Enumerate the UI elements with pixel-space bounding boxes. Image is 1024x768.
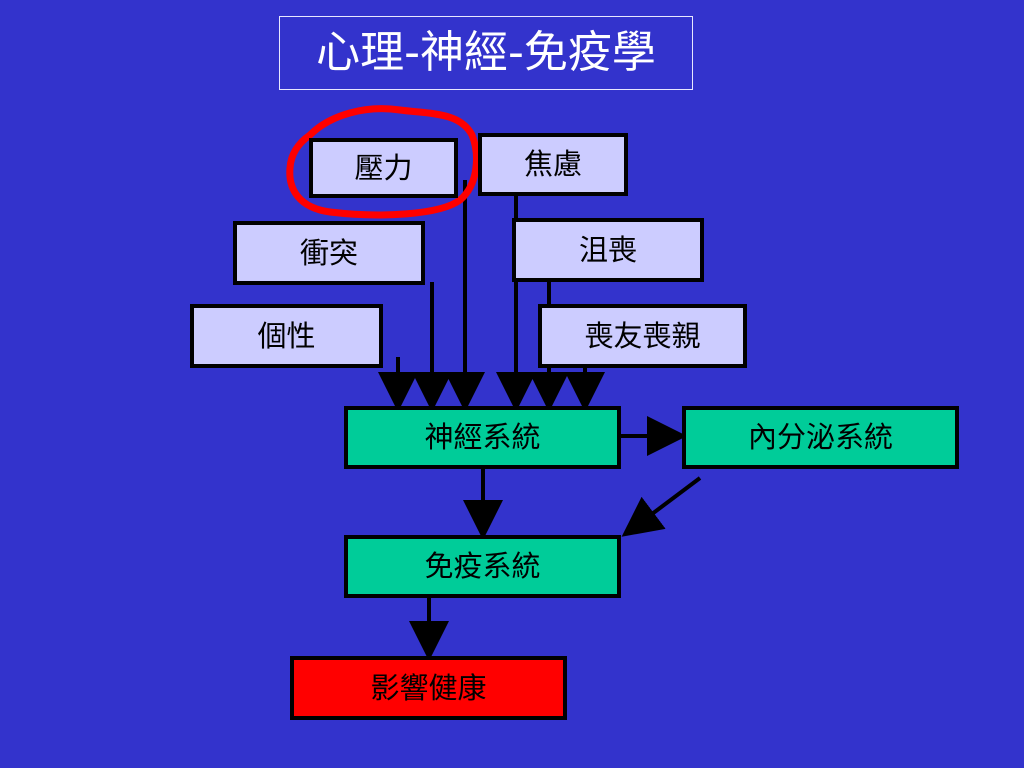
factor-box-conflict: 衝突 bbox=[233, 221, 425, 285]
factor-box-anxiety: 焦慮 bbox=[478, 133, 628, 196]
factor-box-bereavement: 喪友喪親 bbox=[538, 304, 747, 368]
outcome-box-health: 影響健康 bbox=[290, 656, 567, 720]
system-box-endocrine: 內分泌系統 bbox=[682, 406, 959, 469]
factor-box-personality: 個性 bbox=[190, 304, 383, 368]
system-box-nervous: 神經系統 bbox=[344, 406, 621, 469]
page-title: 心理-神經-免疫學 bbox=[279, 16, 693, 90]
factor-box-depression: 沮喪 bbox=[512, 218, 704, 282]
highlight-circle bbox=[286, 105, 480, 219]
arrow-endocrine-to-immune bbox=[621, 476, 702, 537]
factor-box-pressure: 壓力 bbox=[309, 138, 458, 198]
system-box-immune: 免疫系統 bbox=[344, 535, 621, 598]
